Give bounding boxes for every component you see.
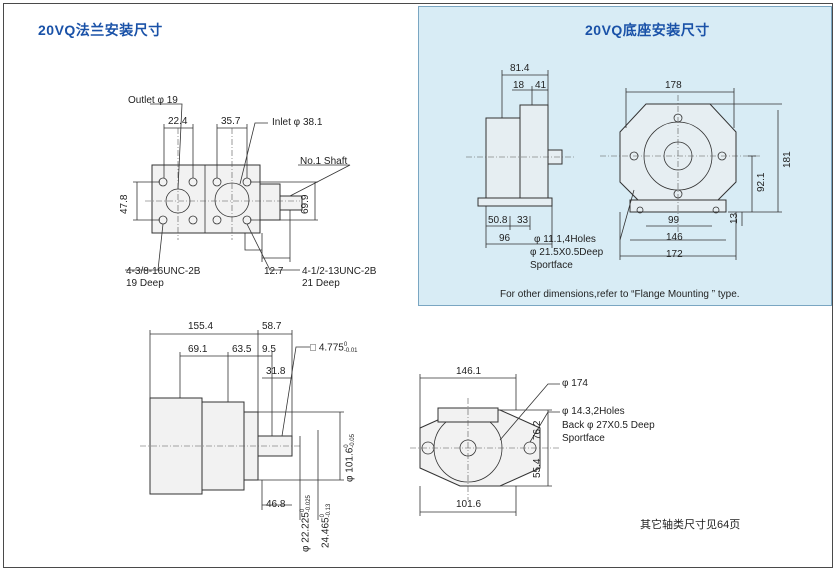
- thread-left-1: 4-3/8-16UNC-2B: [126, 266, 201, 277]
- dim-9-5: 9.5: [262, 344, 276, 355]
- front-holes: φ 14.3,2Holes: [562, 406, 625, 417]
- shaft-dia-value: φ 22.225: [300, 512, 312, 552]
- key-size-value: □ 4.775: [310, 342, 344, 354]
- mount-foot: [244, 233, 263, 251]
- foot-spotface-1: φ 21.5X0.5Deep: [530, 247, 604, 258]
- front-back-spotface-2: Sportface: [562, 433, 605, 444]
- dim-174: φ 174: [562, 378, 588, 389]
- dim-146-1: 146.1: [456, 366, 482, 377]
- pilot-dia-value: φ 101.6: [344, 447, 356, 482]
- pilot-tol-bot: -0.05: [350, 434, 356, 448]
- foot-base-side: [477, 197, 553, 207]
- shaft-boss: [259, 183, 281, 221]
- dim-12-7: 12.7: [264, 266, 284, 277]
- dim-24-tol-bot: -0.13: [326, 503, 332, 518]
- foot-title: 20VQ底座安装尺寸: [585, 22, 710, 38]
- shaft-stub: [279, 195, 303, 211]
- dim-50-8: 50.8: [488, 215, 508, 226]
- dim-81-4: 81.4: [510, 63, 530, 74]
- flange-mount-outline: [125, 103, 351, 271]
- dim-92-1: 92.1: [756, 172, 767, 192]
- dim-69-1: 69.1: [188, 344, 208, 355]
- foot-mount-front-outline: [600, 88, 782, 260]
- outlet-label: Outlet φ 19: [128, 95, 178, 106]
- dim-99: 99: [668, 215, 680, 226]
- dim-33: 33: [517, 215, 529, 226]
- dim-96: 96: [499, 233, 511, 244]
- dim-35-7: 35.7: [221, 116, 241, 127]
- foot-spotface-2: Sportface: [530, 260, 573, 271]
- bottom-note: 其它轴类尺寸见64页: [640, 519, 741, 531]
- dim-58-7: 58.7: [262, 321, 282, 332]
- dim-24-value: 24.465: [320, 517, 332, 548]
- foot-bracket-side: [519, 104, 549, 199]
- inlet-label: Inlet φ 38.1: [272, 117, 323, 128]
- front-back-spotface-1: Back φ 27X0.5 Deep: [562, 420, 655, 431]
- dim-76-2: 76.2: [532, 420, 543, 440]
- dim-146: 146: [666, 232, 683, 243]
- dim-178: 178: [665, 80, 682, 91]
- thread-right-2: 21 Deep: [302, 278, 340, 289]
- dim-181: 181: [782, 151, 793, 168]
- dim-22-4: 22.4: [168, 116, 188, 127]
- shaft-label: No.1 Shaft: [300, 156, 348, 167]
- front-view-outline: [410, 374, 560, 516]
- outer-frame: [3, 3, 833, 568]
- thread-left-2: 19 Deep: [126, 278, 164, 289]
- dim-41: 41: [535, 80, 547, 91]
- dim-69-9: 69.9: [300, 194, 311, 214]
- foot-holes: φ 11.1,4Holes: [534, 234, 596, 245]
- foot-body-side: [485, 117, 521, 199]
- dim-46-8: 46.8: [266, 499, 286, 510]
- dim-47-8: 47.8: [119, 194, 130, 214]
- key-tol-top: 0: [343, 342, 348, 348]
- foot-mount-side-outline: [466, 70, 575, 248]
- thread-right-1: 4-1/2-13UNC-2B: [302, 266, 377, 277]
- dim-31-8: 31.8: [266, 366, 286, 377]
- key-tol-bot: -0.01: [343, 348, 358, 354]
- dim-101-6: 101.6: [456, 499, 482, 510]
- shaft-tol-bot: -0.025: [306, 495, 312, 513]
- side-view-outline: [140, 330, 344, 520]
- dim-18: 18: [513, 80, 525, 91]
- foot-footnote: For other dimensions,refer to “Flange Mo…: [500, 289, 740, 300]
- dim-172: 172: [666, 249, 683, 260]
- dim-155-4: 155.4: [188, 321, 214, 332]
- dim-13: 13: [729, 212, 740, 224]
- dim-55-4: 55.4: [532, 458, 543, 478]
- dim-63-5: 63.5: [232, 344, 252, 355]
- flange-title: 20VQ法兰安装尺寸: [38, 22, 163, 38]
